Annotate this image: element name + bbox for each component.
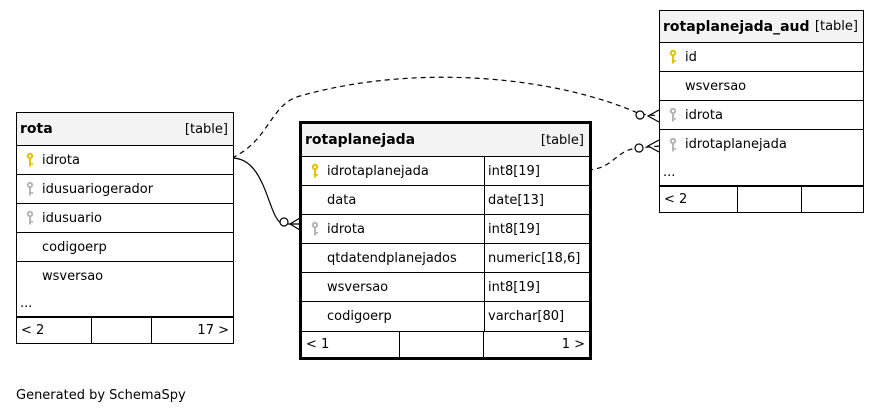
edge-rotaplanejada-aud-marker: [634, 143, 644, 153]
column-name: data: [327, 192, 357, 208]
column-row[interactable]: idrota: [17, 146, 233, 175]
column-row[interactable]: qtdatendplanejados numeric[18,6]: [302, 244, 589, 273]
column-name: codigoerp: [42, 239, 107, 255]
primary-key-icon: [17, 152, 42, 168]
column-row[interactable]: idusuario: [17, 204, 233, 233]
table-rotaplanejada[interactable]: rotaplanejada [table] idrotaplanejada int…: [299, 121, 592, 360]
foreign-key-icon: [17, 210, 42, 226]
footer-middle: [91, 318, 151, 343]
footer-parents: < 2: [21, 323, 45, 338]
column-row[interactable]: idrotaplanejada: [660, 130, 863, 159]
footer-parents: < 1: [306, 337, 330, 352]
column-name: idusuariogerador: [42, 181, 154, 197]
column-row[interactable]: id: [660, 43, 863, 72]
column-row[interactable]: idrota: [660, 101, 863, 130]
edge-rota-aud-marker: [635, 110, 645, 120]
column-name: codigoerp: [327, 309, 392, 324]
column-row[interactable]: idusuariogerador: [17, 175, 233, 204]
column-type: int8[19]: [484, 157, 589, 185]
table-name: rotaplanejada_aud: [663, 18, 810, 35]
column-row[interactable]: wsversao: [17, 262, 233, 291]
table-footer: < 2 17 >: [17, 317, 233, 343]
column-name: idusuario: [42, 210, 102, 226]
table-kind: [table]: [814, 19, 858, 34]
footer-middle: [737, 187, 801, 212]
edge-rota-rotaplanejada-marker: [279, 217, 289, 227]
table-kind: [table]: [184, 121, 228, 137]
foreign-key-icon: [660, 107, 685, 123]
table-rotaplanejada-aud[interactable]: rotaplanejada_aud [table] id wsversao idro…: [659, 10, 864, 213]
edge-rota-rotaplanejada-crowfoot: [288, 217, 301, 231]
primary-key-icon: [660, 49, 685, 65]
column-name: wsversao: [42, 269, 104, 284]
footer-middle: [399, 332, 483, 357]
column-row[interactable]: idrota int8[19]: [302, 215, 589, 244]
table-kind: [table]: [540, 132, 584, 148]
primary-key-icon: [302, 163, 327, 179]
column-name: wsversao: [685, 78, 747, 94]
column-name: idrota: [685, 107, 723, 123]
column-row[interactable]: codigoerp varchar[80]: [302, 302, 589, 331]
column-name: idrotaplanejada: [327, 163, 429, 179]
table-footer: < 1 1 >: [302, 331, 589, 357]
more-columns: ...: [17, 291, 233, 317]
column-name: wsversao: [327, 279, 389, 295]
table-name: rota: [20, 121, 53, 137]
column-name: id: [685, 49, 697, 65]
table-header: rota [table]: [17, 113, 233, 146]
edge-rota-aud-crowfoot: [646, 109, 660, 123]
column-row[interactable]: codigoerp: [17, 233, 233, 262]
column-name: qtdatendplanejados: [327, 250, 457, 266]
foreign-key-icon: [302, 221, 327, 237]
foreign-key-icon: [660, 137, 685, 153]
column-type: numeric[18,6]: [484, 244, 589, 272]
table-name: rotaplanejada: [305, 132, 416, 148]
table-header: rotaplanejada_aud [table]: [660, 11, 863, 43]
column-row[interactable]: wsversao: [660, 72, 863, 101]
footer-children: 1 >: [483, 332, 589, 357]
column-type: int8[19]: [484, 273, 589, 301]
footer-parents: < 2: [664, 192, 688, 207]
column-row[interactable]: data date[13]: [302, 186, 589, 215]
edge-rotaplanejada-aud: [587, 145, 661, 171]
column-name: idrotaplanejada: [685, 137, 787, 152]
edge-rota-aud: [231, 76, 661, 159]
edge-rotaplanejada-aud-crowfoot: [646, 139, 660, 153]
column-type: int8[19]: [484, 215, 589, 243]
table-rota[interactable]: rota [table] idrota idusuariogerador idusu…: [16, 112, 234, 344]
column-name: idrota: [327, 221, 365, 237]
footer-children: 17 >: [151, 318, 233, 343]
footer-children: [801, 187, 863, 212]
table-header: rotaplanejada [table]: [302, 124, 589, 157]
edge-rota-rotaplanejada: [231, 157, 300, 225]
column-type: varchar[80]: [484, 302, 589, 331]
table-footer: < 2: [660, 186, 863, 212]
more-columns: ...: [660, 159, 863, 186]
foreign-key-icon: [17, 181, 42, 197]
column-row[interactable]: wsversao int8[19]: [302, 273, 589, 302]
column-type: date[13]: [484, 186, 589, 214]
column-row[interactable]: idrotaplanejada int8[19]: [302, 157, 589, 186]
column-name: idrota: [42, 152, 80, 168]
generated-by-credit: Generated by SchemaSpy: [16, 388, 186, 403]
